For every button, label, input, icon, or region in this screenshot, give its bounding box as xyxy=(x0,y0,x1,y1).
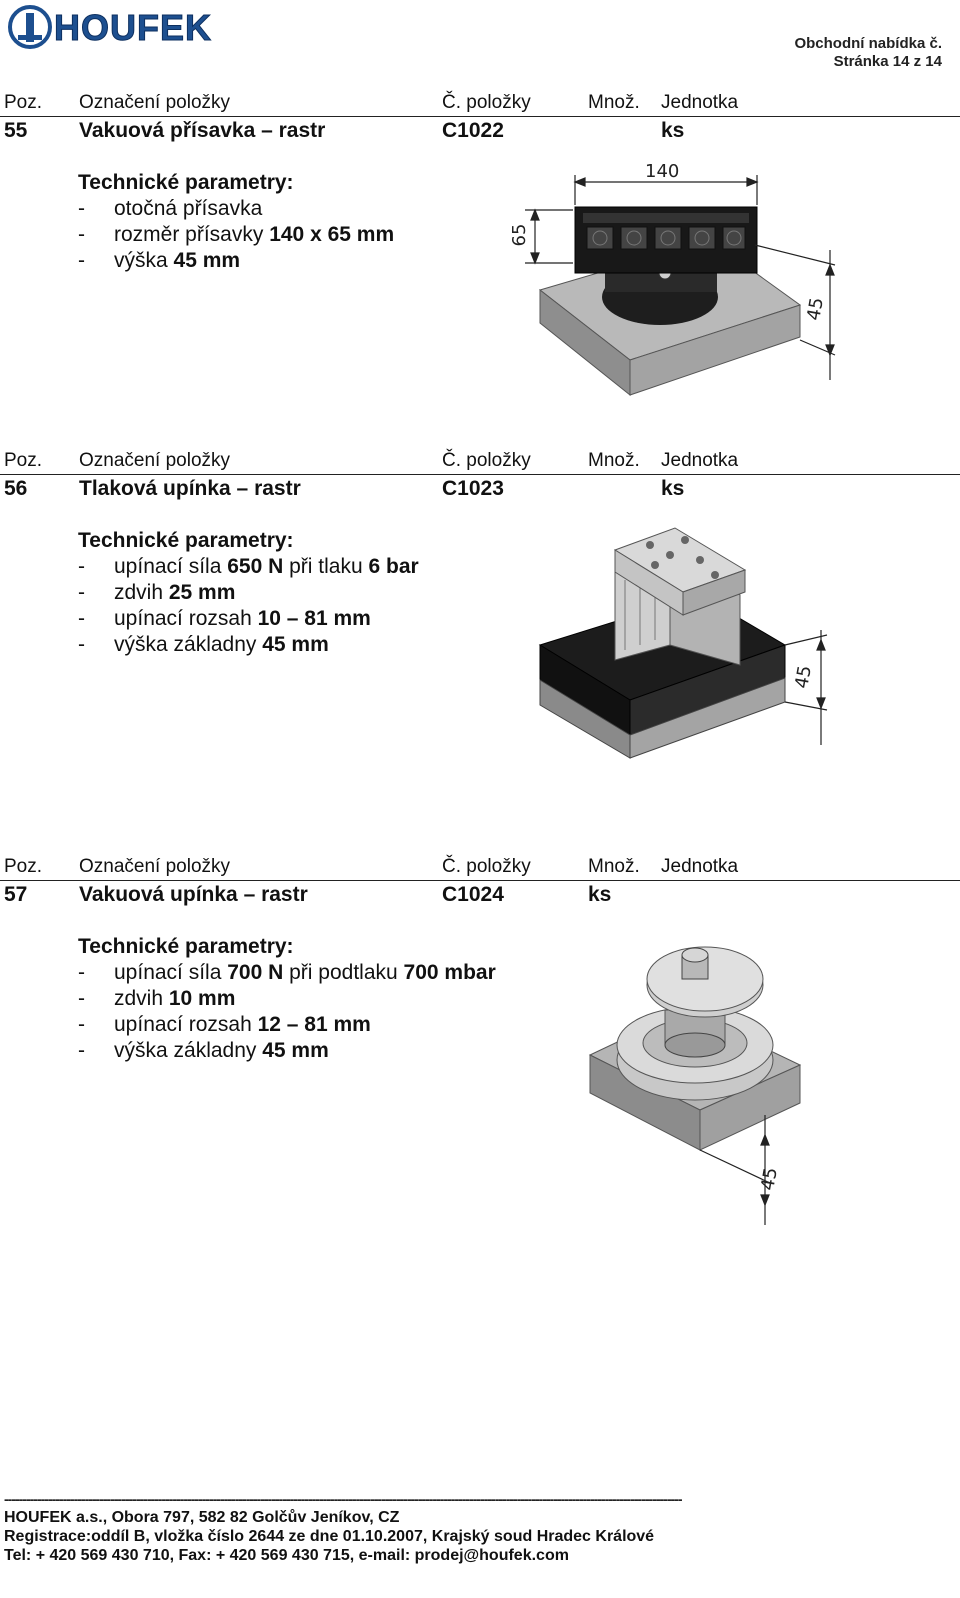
header-divider xyxy=(0,880,960,881)
column-header-row: Poz. Označení položky Č. položky Množ. J… xyxy=(4,449,960,473)
pressure-clamp-illustration: 45 xyxy=(538,527,828,759)
col-code: Č. položky xyxy=(442,450,531,471)
item-name: Vakuová přísavka – rastr xyxy=(79,119,326,142)
dim-height: 45 xyxy=(757,1166,782,1192)
item-name: Vakuová upínka – rastr xyxy=(79,883,308,906)
param-line: -upínací rozsah 12 – 81 mm xyxy=(78,1013,371,1036)
item-poz: 56 xyxy=(4,477,28,500)
logo-text: HOUFEK xyxy=(54,7,212,48)
footer-registration: Registrace:oddíl B, vložka číslo 2644 ze… xyxy=(4,1528,655,1545)
item-row: 56 Tlaková upínka – rastr C1023 ks xyxy=(4,476,960,502)
col-poz: Poz. xyxy=(4,92,43,113)
col-code: Č. položky xyxy=(442,856,531,877)
item-qty: ks xyxy=(588,883,612,906)
vacuum-clamp-illustration: 45 xyxy=(588,946,802,1225)
param-line: -otočná přísavka xyxy=(78,197,263,220)
item-params: Technické parametry: -upínací síla 700 N… xyxy=(78,934,496,1064)
page-number: Stránka 14 z 14 xyxy=(833,53,942,70)
col-qty: Množ. xyxy=(588,856,640,877)
dim-height: 45 xyxy=(803,296,828,322)
column-header-row: Poz. Označení položky Č. položky Množ. J… xyxy=(4,91,960,115)
col-code: Č. položky xyxy=(442,92,531,113)
param-line: -upínací síla 700 N při podtlaku 700 mba… xyxy=(78,961,496,984)
col-poz: Poz. xyxy=(4,450,43,471)
item-row: 55 Vakuová přísavka – rastr C1022 ks xyxy=(4,118,960,144)
vacuum-cup-illustration: 140 65 45 xyxy=(509,161,836,397)
col-unit: Jednotka xyxy=(661,92,739,113)
col-poz: Poz. xyxy=(4,856,43,877)
param-line: -zdvih 10 mm xyxy=(78,987,236,1010)
footer-contact: Tel: + 420 569 430 710, Fax: + 420 569 4… xyxy=(4,1547,569,1564)
item-poz: 57 xyxy=(4,883,28,906)
param-line: -výška základny 45 mm xyxy=(78,1039,329,1062)
col-qty: Množ. xyxy=(588,92,640,113)
item-unit: ks xyxy=(661,119,685,142)
param-line: -výška základny 45 mm xyxy=(78,633,329,656)
dim-width: 140 xyxy=(645,161,679,182)
col-unit: Jednotka xyxy=(661,450,739,471)
header-divider xyxy=(0,116,960,117)
item-poz: 55 xyxy=(4,119,28,142)
params-title: Technické parametry: xyxy=(78,935,294,958)
item-code: C1022 xyxy=(442,119,504,142)
item-params: Technické parametry: -otočná přísavka -r… xyxy=(78,170,394,274)
item-code: C1023 xyxy=(442,477,504,500)
param-line: -výška 45 mm xyxy=(78,249,241,272)
col-qty: Množ. xyxy=(588,450,640,471)
params-title: Technické parametry: xyxy=(78,529,294,552)
col-name: Označení položky xyxy=(79,450,231,471)
item-params: Technické parametry: -upínací síla 650 N… xyxy=(78,528,419,658)
column-header-row: Poz. Označení položky Č. položky Množ. J… xyxy=(4,855,960,879)
header-divider xyxy=(0,474,960,475)
item-code: C1024 xyxy=(442,883,504,906)
dim-height: 45 xyxy=(791,664,816,690)
footer-divider: ----------------------------------------… xyxy=(4,1492,683,1506)
footer-address: HOUFEK a.s., Obora 797, 582 82 Golčův Je… xyxy=(4,1509,400,1526)
col-unit: Jednotka xyxy=(661,856,739,877)
item-name: Tlaková upínka – rastr xyxy=(79,477,301,500)
offer-title: Obchodní nabídka č. xyxy=(794,35,942,52)
param-line: -upínací síla 650 N při tlaku 6 bar xyxy=(78,555,419,578)
param-line: -zdvih 25 mm xyxy=(78,581,236,604)
item-unit: ks xyxy=(661,477,685,500)
params-title: Technické parametry: xyxy=(78,171,294,194)
param-line: -rozměr přísavky 140 x 65 mm xyxy=(78,223,395,246)
param-line: -upínací rozsah 10 – 81 mm xyxy=(78,607,371,630)
dim-depth: 65 xyxy=(509,224,530,247)
col-name: Označení položky xyxy=(79,92,231,113)
col-name: Označení položky xyxy=(79,856,231,877)
item-row: 57 Vakuová upínka – rastr C1024 ks xyxy=(4,882,960,908)
company-logo: HOUFEK xyxy=(6,4,256,50)
